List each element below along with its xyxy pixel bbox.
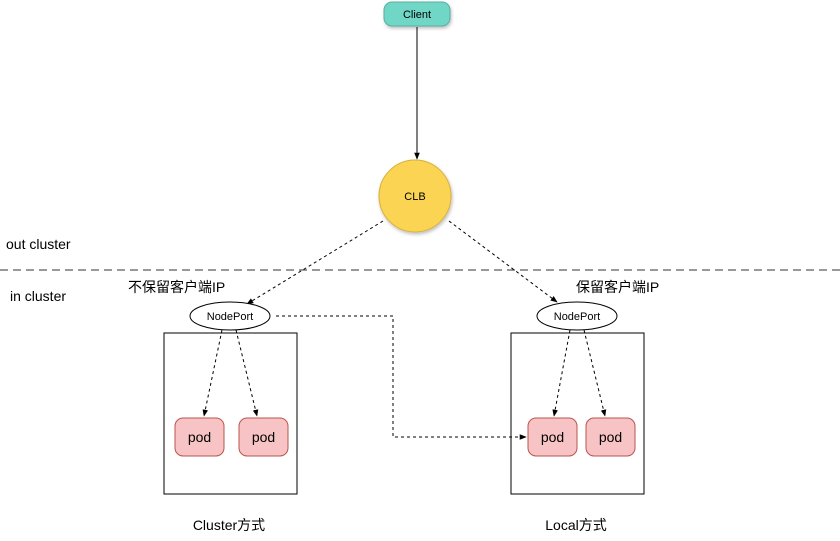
edge-nodeport-left-pod-right-1 bbox=[276, 315, 527, 440]
right-annotation: 保留客户端IP bbox=[576, 279, 659, 295]
client-node: Client bbox=[383, 1, 451, 27]
pod-right-2: pod bbox=[585, 417, 636, 457]
nodeport-right-label: NodePort bbox=[554, 311, 600, 323]
pod-left-1: pod bbox=[174, 417, 225, 457]
nodeport-left: NodePort bbox=[189, 301, 271, 331]
edge-nodeport-right-pod-2 bbox=[583, 329, 607, 417]
pod-right-1-label: pod bbox=[541, 429, 564, 445]
pod-right-2-label: pod bbox=[599, 429, 622, 445]
in-cluster-label: in cluster bbox=[10, 288, 66, 304]
node-box-left bbox=[163, 332, 298, 495]
pod-left-2: pod bbox=[238, 417, 289, 457]
clb-node: CLB bbox=[378, 159, 452, 233]
node-box-right bbox=[510, 332, 645, 495]
out-cluster-label: out cluster bbox=[6, 236, 71, 252]
edge-nodeport-right-pod-1 bbox=[552, 329, 571, 417]
nodeport-left-label: NodePort bbox=[207, 311, 253, 323]
edge-nodeport-left-pod-2 bbox=[235, 329, 259, 417]
nodeport-right: NodePort bbox=[536, 301, 618, 331]
client-label: Client bbox=[403, 9, 431, 21]
edge-clb-nodeport-left bbox=[246, 220, 384, 305]
pod-right-1: pod bbox=[527, 417, 578, 457]
caption-cluster-mode: Cluster方式 bbox=[193, 517, 265, 533]
pod-left-2-label: pod bbox=[252, 429, 275, 445]
edge-clb-nodeport-right bbox=[448, 220, 558, 303]
edge-nodeport-left-pod-1 bbox=[202, 329, 223, 417]
pod-left-1-label: pod bbox=[188, 429, 211, 445]
left-annotation: 不保留客户端IP bbox=[128, 279, 225, 295]
caption-local-mode: Local方式 bbox=[545, 517, 606, 533]
clb-label: CLB bbox=[404, 191, 425, 203]
